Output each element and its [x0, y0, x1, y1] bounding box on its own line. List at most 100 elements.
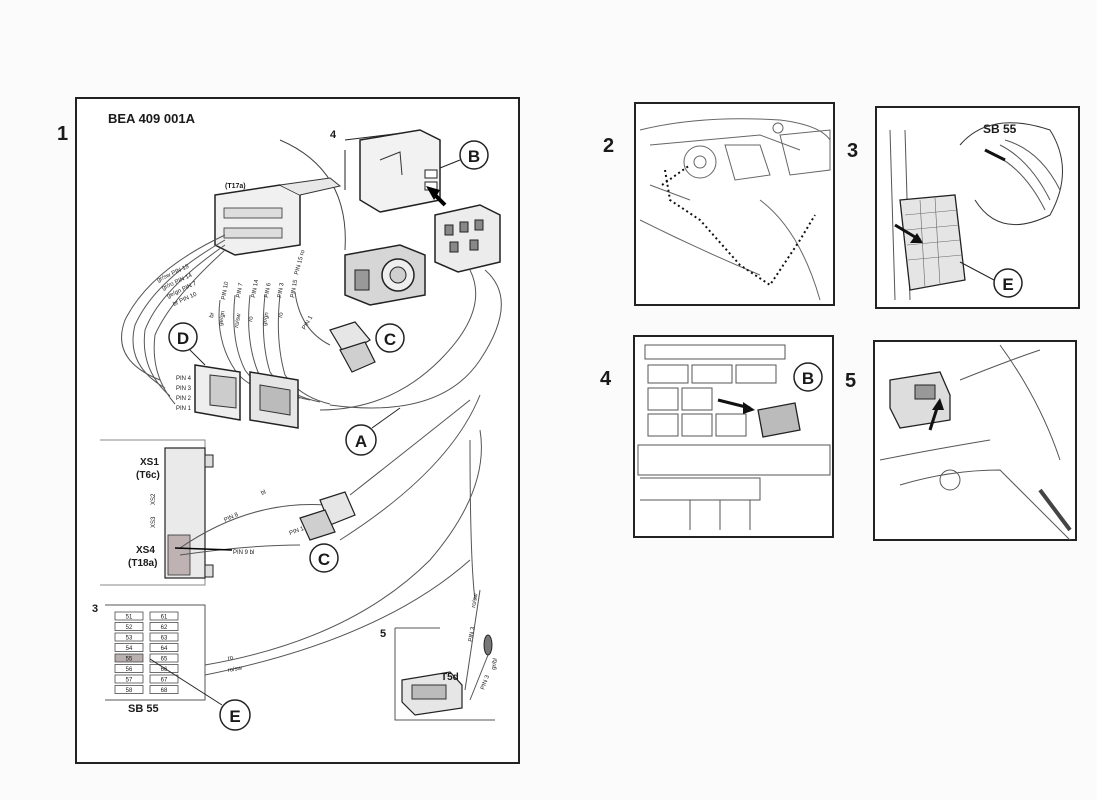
panel-4: 4 B — [600, 335, 834, 538]
panel-3-sb55: SB 55 — [983, 122, 1017, 136]
fuse-slot — [149, 622, 179, 631]
panel-3-arrow-head — [910, 233, 923, 243]
inset-4-number: 4 — [330, 129, 337, 141]
fuse-number: 58 — [126, 688, 133, 694]
callout-a-text: A — [355, 432, 367, 451]
callout-b-2-text: B — [802, 369, 814, 388]
bl-label: bl — [260, 489, 267, 496]
cable — [1038, 488, 1072, 532]
t6c-label: (T6c) — [136, 470, 160, 481]
relay-carrier-sketch — [637, 344, 831, 530]
light-switch — [344, 244, 426, 306]
fuse-number: 66 — [161, 667, 168, 673]
wire-bundle-left — [121, 234, 226, 405]
xs4-label: XS4 — [136, 545, 155, 556]
callout-d-text: D — [177, 329, 189, 348]
fuse-slot — [149, 643, 179, 652]
grbl-label: gr/bl — [491, 658, 499, 671]
panel-4-arrow-head — [743, 402, 755, 414]
callout-c-1-text: C — [384, 330, 396, 349]
wire-label: PIN 7 — [236, 282, 245, 298]
panel-3: 3 SB 55 E — [847, 106, 1080, 309]
fuse-slot — [149, 653, 179, 663]
wire-label: gr/gn — [262, 312, 270, 327]
route-path — [664, 169, 816, 287]
wire-labels-top-mid: br ge/gn ro/sw ro gr/gn ro — [209, 311, 285, 329]
wire-relay-2 — [319, 269, 477, 411]
xs1-label: XS1 — [140, 457, 159, 468]
fuse-number: 68 — [161, 688, 168, 694]
panel-1: 1 BEA 409 001A (T17a) 4 — [57, 97, 520, 764]
t5d-label: T5d — [441, 672, 459, 683]
insert-arrow-head — [426, 186, 440, 200]
panel-2: 2 — [603, 102, 835, 306]
dashboard-sketch — [639, 118, 831, 301]
relay-socket — [434, 204, 501, 273]
fuse-slot — [114, 653, 144, 663]
wire-label: PIN 1 — [176, 406, 192, 412]
pin3b-label: PIN 3 — [480, 674, 491, 691]
sb55-label: SB 55 — [128, 703, 159, 715]
panel-3-number: 3 — [847, 140, 858, 162]
panel-3-arrow-2 — [984, 148, 1006, 162]
pin1b-label: PIN 1 — [289, 526, 306, 537]
wire-label: br — [209, 312, 216, 318]
callout-e-leader — [149, 658, 223, 706]
pin3-label: PIN 3 — [468, 626, 477, 642]
callout-c-2 — [309, 543, 339, 573]
callout-d — [168, 322, 198, 352]
panel-1-number: 1 — [57, 123, 68, 145]
t17a-connector — [214, 177, 342, 256]
panel-2-number: 2 — [603, 135, 614, 157]
connector-c-lower — [299, 491, 356, 541]
route-path-2 — [661, 164, 691, 186]
fuse-number: 63 — [161, 636, 168, 642]
panel-4-number: 4 — [600, 368, 612, 390]
fuse-number: 53 — [126, 636, 133, 642]
fuse-slot — [114, 664, 144, 673]
wire-label: PIN 3 — [176, 386, 192, 392]
callout-e-1-text: E — [229, 707, 240, 726]
relay-b — [757, 402, 801, 438]
callout-a-leader — [371, 407, 401, 429]
wire-labels-top-pins: PIN 10 PIN 7 PIN 14 PIN 6 PIN 3 PIN 15 — [221, 279, 299, 301]
callout-c-1 — [375, 323, 405, 353]
fuse-slot — [149, 611, 179, 621]
wire-label: ro — [248, 315, 255, 322]
inset-5-number: 5 — [380, 628, 386, 640]
wire-label: PIN 2 — [176, 396, 192, 402]
connector-c-upper — [329, 321, 376, 373]
wire-relay — [329, 269, 502, 409]
rosw-label: ro/sw — [227, 665, 243, 674]
inset-5: 5 — [380, 589, 495, 721]
callout-a — [345, 424, 377, 456]
callout-e-2 — [993, 268, 1023, 298]
fuse-number: 55 — [126, 657, 133, 663]
wire-label: PIN 14 — [251, 279, 260, 299]
fuse-slot — [114, 632, 144, 642]
callout-c-2-text: C — [318, 550, 330, 569]
footwell-sketch — [879, 344, 1071, 541]
wire-bundle-lower — [179, 394, 482, 676]
wire-label: ro — [278, 311, 285, 318]
rosw2-label: ro/sw — [471, 593, 480, 609]
xs-block — [100, 439, 214, 586]
inset-3-number: 3 — [92, 603, 98, 615]
fuse-slot — [114, 685, 144, 694]
fuse-number: 57 — [126, 678, 133, 684]
fuse-box-grid — [904, 197, 963, 289]
xs2-label: XS2 — [151, 493, 157, 505]
fuse-slot — [149, 674, 179, 684]
fuse-slot — [114, 674, 144, 684]
fuse-slot — [114, 611, 144, 621]
fuse-number: 62 — [161, 625, 168, 631]
ro-label: ro — [227, 655, 234, 662]
fuse-number: 56 — [126, 667, 133, 673]
fuse-number: 54 — [126, 646, 133, 652]
wire-label: ro/sw — [234, 313, 243, 329]
callout-b-2 — [793, 362, 823, 392]
t18a-label: (T18a) — [128, 558, 157, 569]
